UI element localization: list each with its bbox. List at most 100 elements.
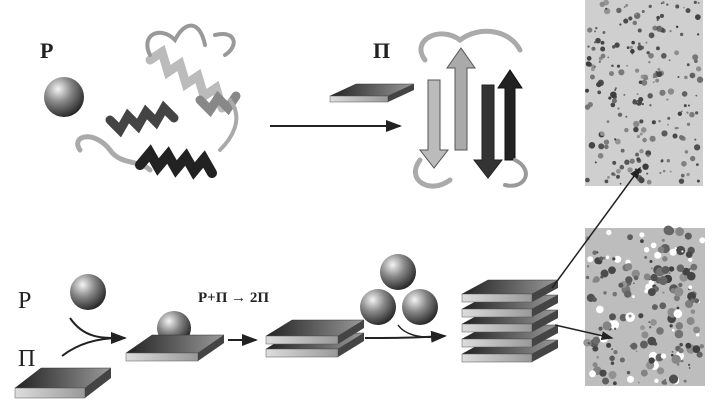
micrograph-particle [613, 350, 618, 355]
micrograph-particle [618, 282, 624, 288]
micrograph-particle [686, 111, 689, 114]
micrograph-particle [610, 361, 615, 366]
micrograph-particle [673, 287, 684, 297]
micrograph-particle [689, 111, 695, 118]
micrograph-particle [693, 326, 701, 334]
micrograph-particle [607, 56, 610, 59]
micrograph-particle [614, 42, 620, 48]
micrograph-particle [585, 61, 591, 67]
micrograph-particle [626, 46, 630, 50]
micrograph-particle [600, 40, 605, 45]
micrograph-particle [681, 91, 688, 97]
micrograph-particle [675, 25, 679, 29]
micrograph-particle [660, 159, 664, 163]
micrograph-particle [688, 367, 691, 369]
micrograph-particle [694, 14, 701, 20]
micrograph-particle [604, 144, 609, 150]
micrograph-particle [667, 116, 671, 120]
micrograph-particle [697, 1, 700, 4]
micrograph-particle [658, 119, 661, 123]
micrograph-particle [632, 295, 635, 299]
micrograph-particle [659, 302, 667, 310]
micrograph-particle [638, 177, 645, 184]
micrograph-particle [638, 96, 644, 102]
micrograph-particle [646, 154, 650, 157]
micrograph-particle [696, 351, 703, 358]
micrograph-particle [695, 163, 699, 166]
micrograph-particle [688, 267, 691, 270]
micrograph-particle [648, 32, 655, 39]
micrograph-particle [614, 138, 621, 145]
micrograph-particle [614, 255, 622, 263]
micrograph-particle [637, 44, 643, 51]
micrograph-particle [597, 152, 604, 159]
micrograph-particle [642, 137, 647, 143]
micrograph-particle [692, 54, 699, 61]
label-bottom-p: P [18, 288, 31, 314]
micrograph-particle [673, 309, 683, 318]
micrograph-particle [641, 102, 644, 106]
micrograph-particle [647, 336, 657, 346]
micrograph-particle [696, 76, 704, 83]
micrograph-particle [654, 251, 662, 259]
micrograph-particle [646, 179, 652, 185]
micrograph-particle [630, 49, 635, 54]
prion-slab-icon [329, 83, 415, 103]
protein-sphere-icon [44, 77, 84, 117]
micrograph-particle [656, 25, 663, 32]
micrograph-particle [595, 37, 601, 44]
micrograph-particle [661, 265, 670, 274]
micrograph-particle [656, 27, 659, 29]
micrograph-particle [662, 169, 666, 173]
micrograph-particle [604, 179, 609, 184]
micrograph-particle [598, 326, 603, 331]
micrograph-particle [689, 155, 696, 162]
micrograph-particle [666, 159, 670, 163]
micrograph-particle [603, 291, 607, 295]
micrograph-particle [668, 374, 679, 384]
micrograph-particle [680, 359, 684, 363]
micrograph-particle [625, 276, 633, 284]
micrograph-particle [640, 369, 648, 377]
pointer-arrow-bottom-micrograph [554, 324, 614, 341]
micrograph-particle [685, 8, 691, 14]
micrograph-particle [675, 4, 680, 9]
micrograph-particle [678, 178, 685, 184]
micrograph-particle [636, 134, 641, 139]
micrograph-particle [611, 172, 615, 176]
micrograph-particle [634, 68, 640, 73]
micrograph-particle [649, 104, 652, 107]
micrograph-particle [623, 18, 629, 24]
micrograph-particle [606, 229, 612, 236]
prion-slab-icon [461, 279, 559, 303]
micrograph-particle [686, 122, 691, 126]
micrograph-particle [639, 148, 644, 154]
micrograph-particle [608, 266, 616, 275]
micrograph-particle [689, 72, 696, 79]
label-top-pi: Π [373, 38, 390, 63]
prion-slab-icon [265, 319, 365, 345]
micrograph-particle [672, 133, 678, 139]
micrograph-particle [638, 80, 643, 84]
micrograph-particle [646, 51, 650, 55]
micrograph-particle [680, 173, 685, 178]
micrograph-particle [658, 276, 668, 286]
micrograph-particle [598, 60, 601, 63]
micrograph-particle [670, 288, 676, 293]
micrograph-particle [676, 264, 685, 273]
protein-sphere-icon [402, 289, 438, 325]
micrograph-particle [674, 50, 680, 56]
micrograph-bottom-image [583, 225, 706, 386]
micrograph-particle [695, 332, 700, 337]
micrograph-particle [625, 3, 629, 7]
pointer-arrow-top-micrograph [551, 166, 641, 289]
micrograph-particle [670, 353, 674, 357]
micrograph-particle [608, 371, 617, 380]
micrograph-particle [599, 1, 605, 7]
micrograph-particle [688, 257, 693, 262]
micrograph-top-image [584, 0, 704, 186]
alpha-helix-structure-icon [75, 23, 241, 180]
micrograph-particle [657, 67, 661, 71]
micrograph-particle [610, 91, 617, 98]
